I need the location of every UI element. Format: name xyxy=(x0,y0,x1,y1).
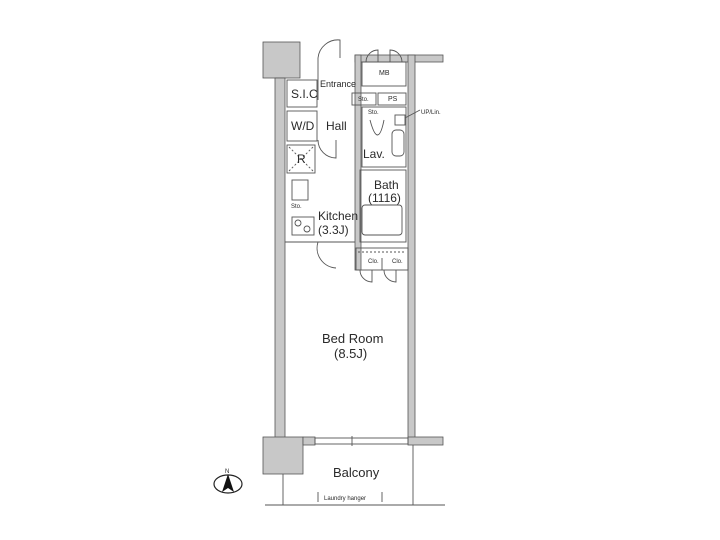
room-label-hall: Hall xyxy=(326,119,347,133)
room-label-mb: MB xyxy=(379,70,390,77)
compass-north-label: N xyxy=(225,469,230,475)
room-label-bedroom-size: (8.5J) xyxy=(334,346,368,361)
room-label-balcony: Balcony xyxy=(333,465,380,480)
room-label-laundry-hanger: Laundry hanger xyxy=(324,496,367,502)
room-label-clo-2: Clo. xyxy=(392,259,403,265)
room-label-bath-size: (1116) xyxy=(368,191,401,205)
room-label-up-lin: UP/Lin. xyxy=(421,110,441,116)
room-label-r: R xyxy=(297,152,306,166)
room-label-lav: Lav. xyxy=(363,147,385,161)
room-label-bedroom: Bed Room xyxy=(322,331,384,346)
room-label-wd: W/D xyxy=(291,119,315,133)
room-label-sto-lav: Sto. xyxy=(368,110,379,116)
room-label-bath: Bath xyxy=(374,178,399,192)
room-label-sto-kitchen: Sto. xyxy=(291,204,302,210)
room-label-ps: PS xyxy=(388,96,398,103)
room-label-entrance: Entrance xyxy=(320,79,357,89)
room-label-kitchen: Kitchen xyxy=(318,209,359,223)
room-label-clo-1: Clo. xyxy=(368,259,379,265)
compass-icon xyxy=(213,474,243,494)
room-label-kitchen-size: (3.3J) xyxy=(318,223,349,237)
room-label-sic: S.I.C xyxy=(291,87,318,101)
room-label-sto-entrance: Sto. xyxy=(358,97,369,103)
